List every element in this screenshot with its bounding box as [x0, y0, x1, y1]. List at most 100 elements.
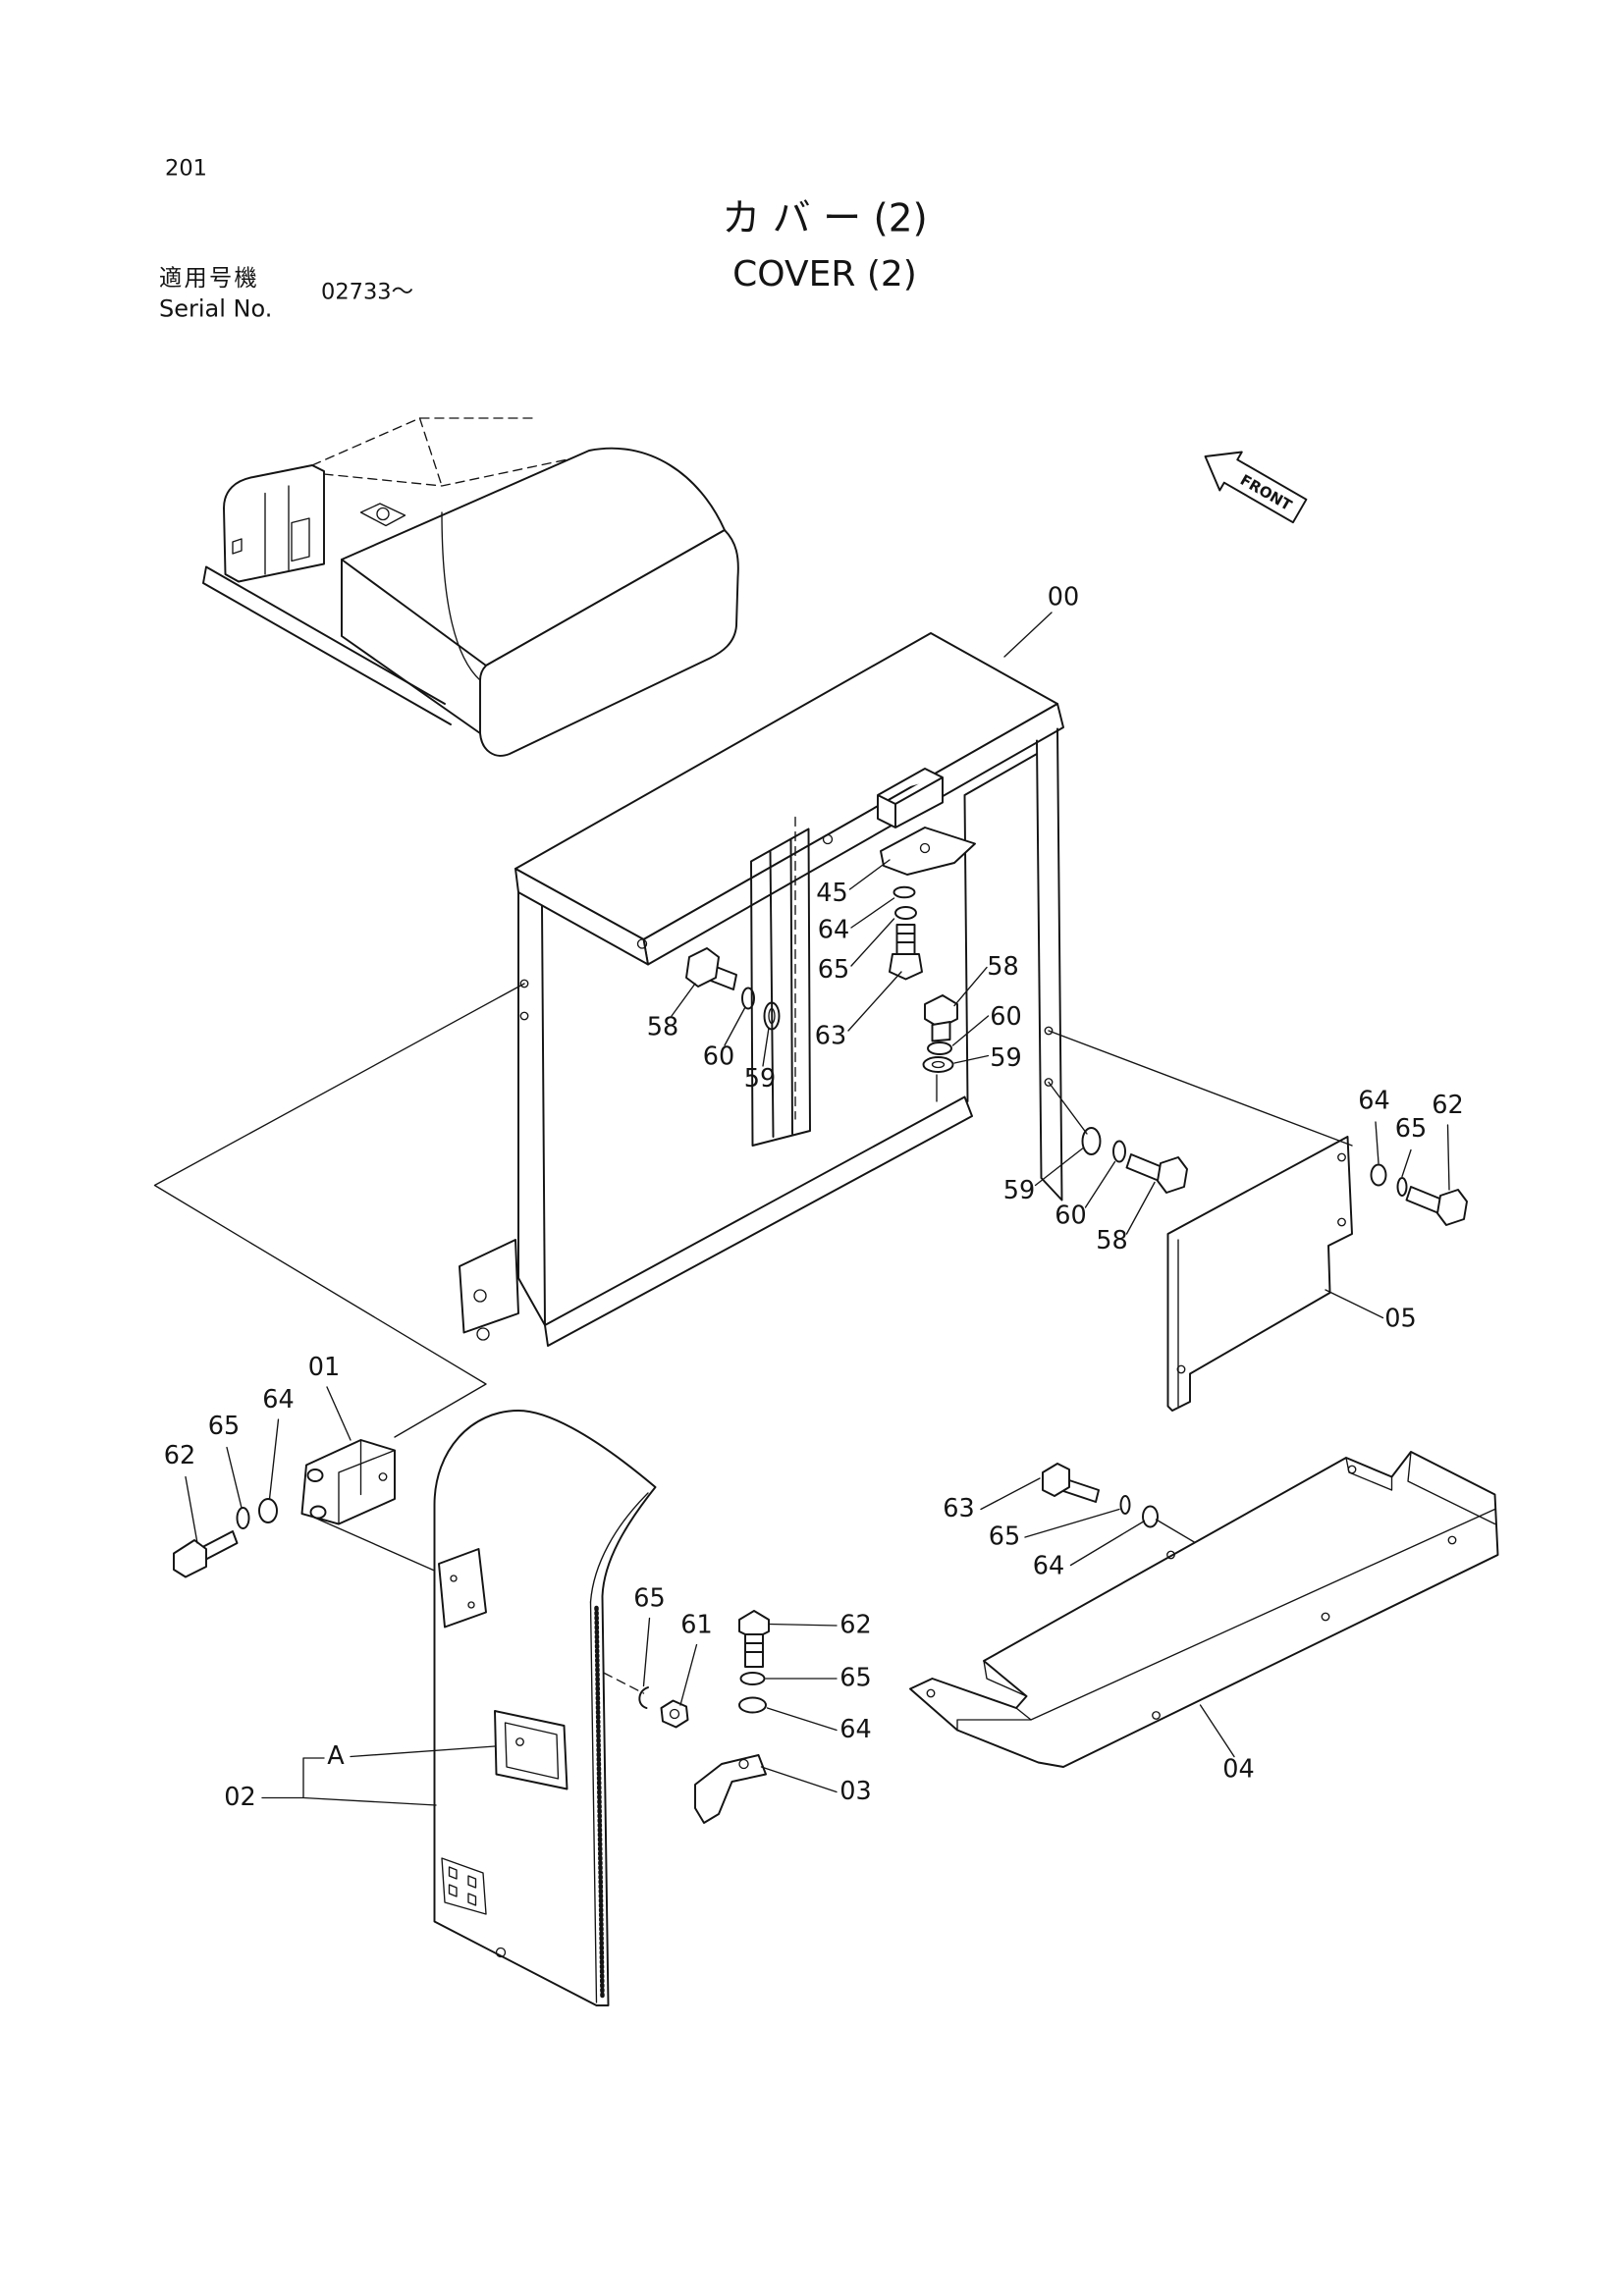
machine-cab-block: [223, 464, 325, 583]
callout-label: 61: [680, 1611, 712, 1640]
leader-line: [953, 966, 988, 1007]
panel-recess-inner: [504, 1722, 560, 1780]
leader-line: [1003, 612, 1053, 658]
callout-label: A: [327, 1741, 345, 1771]
callout-label: 00: [1048, 583, 1079, 613]
bolt-58-head: [685, 947, 720, 988]
callout-label: 64: [1033, 1552, 1064, 1581]
spring-washer-65: [638, 1686, 649, 1709]
machine-cab-window: [232, 538, 243, 555]
serial-label-en: Serial No.: [159, 295, 272, 323]
leader-line: [1084, 1160, 1116, 1208]
leader-line: [724, 1006, 746, 1046]
page-title-jp: カ バ ー (2): [722, 197, 927, 241]
washer-59: [763, 1001, 781, 1031]
tray-hole: [1152, 1711, 1161, 1720]
callout-label: 02: [224, 1783, 255, 1812]
side-panel-02: [433, 1410, 657, 2006]
plate-hole: [1337, 1217, 1346, 1227]
nut-61-bore: [669, 1708, 680, 1720]
leader-line: [1125, 1181, 1156, 1235]
leader-line: [1325, 1289, 1384, 1319]
cover-right-leg: [1036, 727, 1063, 1201]
leader-bracket-02: [261, 1757, 437, 1806]
bolt-62-shaft: [744, 1633, 764, 1668]
callout-label: 64: [262, 1385, 294, 1415]
side-panel-rubber-seal: [594, 1605, 605, 2000]
cover-left-leg: [517, 891, 546, 1326]
spring-washer-65: [739, 1672, 766, 1685]
cover-hole: [822, 833, 834, 845]
cover-mount-foot: [459, 1239, 519, 1334]
bolt-62-head: [1436, 1189, 1468, 1226]
latch-plate-hole: [450, 1575, 458, 1582]
tray-hole: [1321, 1612, 1330, 1622]
callout-label: 64: [839, 1715, 871, 1744]
callout-label: 45: [816, 879, 847, 908]
panel-hole: [495, 1947, 507, 1958]
leader-line: [326, 1386, 352, 1441]
side-panel-edge: [589, 1492, 649, 1603]
leader-line: [1034, 1148, 1084, 1187]
bolt-63-head: [889, 953, 923, 981]
serial-number-range: 02733～: [321, 280, 413, 305]
washer-64: [258, 1498, 278, 1523]
callout-label: 60: [1055, 1201, 1086, 1231]
tray-hole: [1166, 1550, 1175, 1560]
cover-frame-00: [459, 632, 1064, 1347]
leader-line: [679, 1643, 698, 1706]
callout-label: 65: [989, 1522, 1020, 1552]
engine-hood-seam: [441, 511, 481, 681]
callout-label: 01: [308, 1353, 340, 1382]
tray-04-step: [956, 1719, 1032, 1732]
nut-61: [660, 1699, 689, 1729]
assembly-line-bracket: [311, 1516, 440, 1574]
callout-label: 65: [208, 1412, 240, 1441]
callout-label: 63: [943, 1494, 974, 1523]
leader-line: [1375, 1121, 1380, 1164]
leader-line: [980, 1477, 1041, 1511]
cover-center-channel: [750, 828, 811, 1147]
engine-hood-cap-knob: [376, 507, 390, 521]
bolt-63-shaft: [895, 924, 916, 955]
panel-recess-A: [494, 1710, 568, 1790]
serial-label-jp: 適用号機: [159, 265, 259, 292]
callout-label: 62: [164, 1441, 195, 1470]
leader-line: [847, 971, 902, 1032]
cover-bottom-rail: [544, 1095, 973, 1347]
washer-64: [893, 885, 916, 899]
leader-lines: [185, 612, 1450, 1806]
tray-hole: [926, 1688, 936, 1698]
clip-03: [694, 1754, 767, 1824]
machine-cab-door: [291, 517, 310, 562]
leader-line: [1199, 1704, 1235, 1758]
engine-hood-cap: [359, 503, 406, 527]
callout-label: 65: [633, 1584, 665, 1614]
washer-59-hole: [768, 1007, 776, 1025]
panel-hinge-plate: [441, 1857, 487, 1915]
callout-label: 63: [815, 1022, 846, 1051]
washer-60: [927, 1041, 952, 1055]
leader-line: [760, 1766, 838, 1793]
leader-line: [850, 918, 895, 967]
leg-hole: [519, 979, 529, 988]
callout-label: 65: [839, 1664, 871, 1693]
callout-label: 64: [1358, 1087, 1389, 1116]
washer-60: [741, 987, 755, 1010]
bracket-stud: [309, 1505, 327, 1520]
callout-label: 62: [1432, 1091, 1463, 1120]
leader-line: [268, 1418, 280, 1500]
leader-line: [1401, 1148, 1412, 1178]
page-number: 201: [165, 156, 207, 182]
assembly-line-right: [1048, 1030, 1353, 1147]
callout-label: 05: [1384, 1305, 1416, 1334]
spring-washer-65: [1119, 1495, 1131, 1515]
callout-labels: 00 45 64 65 63 58 60 59 58 60 59 59 60 5…: [164, 583, 1464, 1813]
washer-64: [738, 1696, 767, 1714]
leader-line: [226, 1446, 243, 1509]
spring-washer-65: [1396, 1177, 1408, 1197]
washer-60: [1112, 1140, 1126, 1163]
bolt-58-shaft: [931, 1021, 951, 1042]
callout-label: 65: [818, 955, 849, 985]
